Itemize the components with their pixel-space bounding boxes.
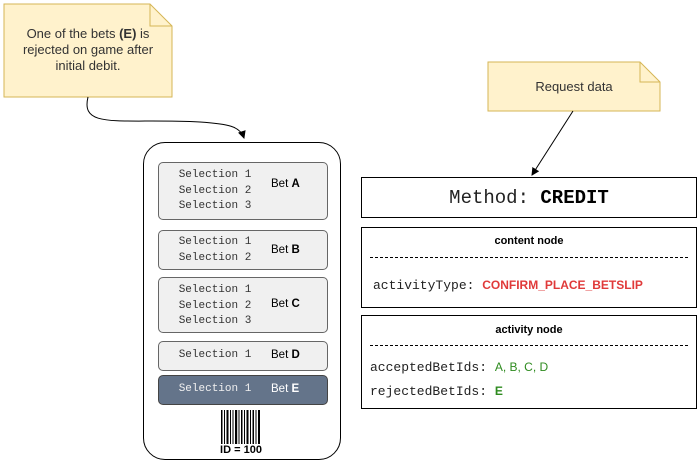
note-right-text: Request data xyxy=(535,79,613,94)
bet-card-d: Selection 1 Bet D xyxy=(158,341,328,371)
accepted-bet-ids-value: A, B, C, D xyxy=(494,360,549,374)
note-left-line3: initial debit. xyxy=(55,58,121,73)
selection-label: Selection 2 xyxy=(178,184,252,197)
bet-card-a: Selection 1 Selection 2 Selection 3 Bet … xyxy=(158,162,328,220)
barcode-icon xyxy=(221,410,260,444)
bet-card-c: Selection 1 Selection 2 Selection 3 Bet … xyxy=(158,277,328,333)
accepted-bet-ids-key: acceptedBetIds: xyxy=(370,360,495,375)
arrow-note-to-method xyxy=(531,110,574,176)
selection-label: Selection 3 xyxy=(178,315,252,327)
bet-card-e-rejected: Selection 1 Bet E xyxy=(158,375,328,405)
content-node-box: content node activityType: CONFIRM_PLACE… xyxy=(361,227,697,308)
selection-label: Selection 1 xyxy=(178,284,252,296)
bet-label: Bet A xyxy=(271,178,300,190)
rejected-bet-ids-value: E xyxy=(494,384,503,398)
method-label: Method: xyxy=(449,187,541,209)
bet-label: Bet B xyxy=(271,244,300,256)
selection-label: Selection 3 xyxy=(178,200,252,212)
activity-type-key: activityType: xyxy=(373,278,483,293)
activity-node-box: activity node acceptedBetIds: A, B, C, D… xyxy=(361,315,697,409)
note-left-line1: One of the bets (E) is xyxy=(26,26,150,41)
method-value: CREDIT xyxy=(540,187,609,209)
selection-label: Selection 1 xyxy=(178,349,252,361)
bet-label: Bet C xyxy=(271,298,300,310)
content-node-divider xyxy=(370,257,688,258)
selection-label: Selection 2 xyxy=(178,251,252,264)
content-node-title: content node xyxy=(494,235,564,247)
arrow-note-to-ticket xyxy=(86,96,246,139)
note-left-bet-letter: (E) xyxy=(119,26,137,41)
activity-node-divider xyxy=(370,345,688,346)
selection-label: Selection 1 xyxy=(178,236,252,248)
note-left-line2: rejected on game after xyxy=(22,42,154,57)
activity-type-value: CONFIRM_PLACE_BETSLIP xyxy=(482,278,643,292)
selection-label: Selection 1 xyxy=(178,383,252,395)
note-left-text: One of the bets (E) is rejected on game … xyxy=(8,26,168,74)
bet-label: Bet E xyxy=(271,383,300,395)
method-box: Method: CREDIT xyxy=(361,177,697,218)
activity-node-title: activity node xyxy=(495,324,563,336)
bet-label: Bet D xyxy=(271,349,300,361)
note-right-shape xyxy=(487,61,661,112)
selection-label: Selection 1 xyxy=(178,169,252,181)
rejected-bet-ids-key: rejectedBetIds: xyxy=(370,384,495,399)
note-left-shape xyxy=(3,3,173,98)
selection-label: Selection 2 xyxy=(178,299,252,312)
bet-card-b: Selection 1 Selection 2 Bet B xyxy=(158,230,328,270)
ticket-id: ID = 100 xyxy=(220,444,262,456)
